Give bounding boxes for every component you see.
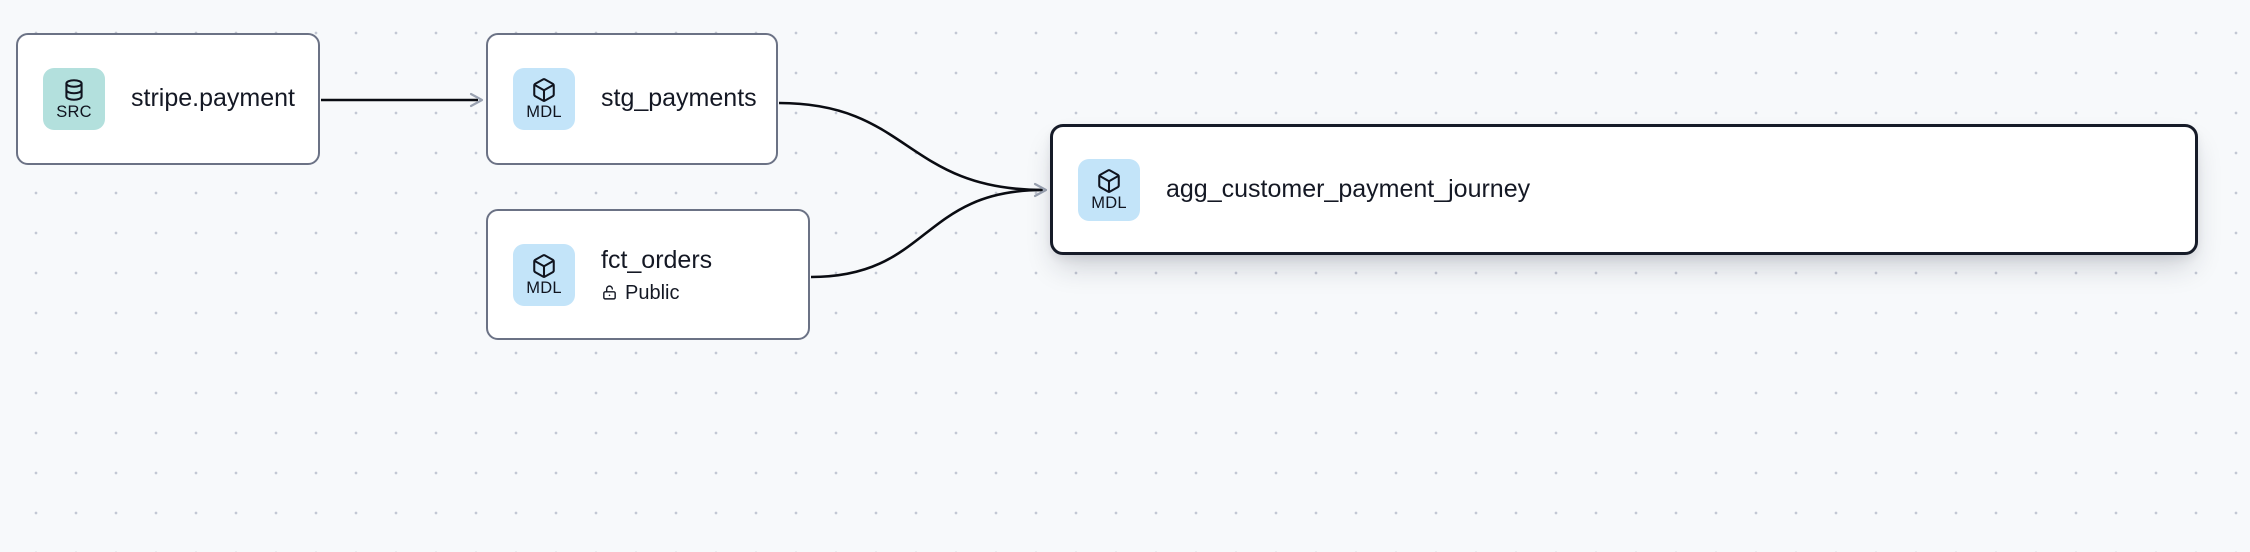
node-body: fct_orders Public <box>601 246 712 303</box>
edge-stg-payments-to-agg-customer <box>778 101 1044 192</box>
cube-icon <box>533 253 555 278</box>
unlock-icon <box>603 285 616 300</box>
node-title: agg_customer_payment_journey <box>1166 174 1531 203</box>
node-stripe-payment[interactable]: SRC stripe.payment <box>16 33 320 165</box>
node-title: stripe.payment <box>131 84 295 113</box>
node-visibility: Public <box>601 283 712 303</box>
badge-label: MDL <box>526 103 562 122</box>
node-agg-customer-payment-journey[interactable]: MDL agg_customer_payment_journey <box>1050 124 2198 255</box>
node-type-badge-src: SRC <box>43 68 105 130</box>
cube-icon <box>1098 168 1120 193</box>
node-body: stripe.payment <box>131 84 295 114</box>
edge-fct-orders-to-agg-customer <box>810 188 1044 279</box>
badge-label: MDL <box>1091 193 1127 212</box>
node-body: stg_payments <box>601 84 757 114</box>
database-icon <box>65 79 83 102</box>
badge-label: MDL <box>526 278 562 297</box>
node-stg-payments[interactable]: MDL stg_payments <box>486 33 778 165</box>
node-type-badge-mdl: MDL <box>1078 158 1140 221</box>
node-visibility-label: Public <box>625 281 680 304</box>
node-title: fct_orders <box>601 246 713 275</box>
arrowhead-agg-customer <box>1033 182 1048 198</box>
cube-icon <box>533 78 555 103</box>
node-body: agg_customer_payment_journey <box>1166 175 1530 205</box>
node-title: stg_payments <box>601 84 757 113</box>
arrowhead-stg-payments <box>469 92 484 108</box>
badge-label: SRC <box>56 103 92 122</box>
node-fct-orders[interactable]: MDL fct_orders Public <box>486 209 810 340</box>
node-type-badge-mdl: MDL <box>513 243 575 306</box>
node-type-badge-mdl: MDL <box>513 68 575 130</box>
